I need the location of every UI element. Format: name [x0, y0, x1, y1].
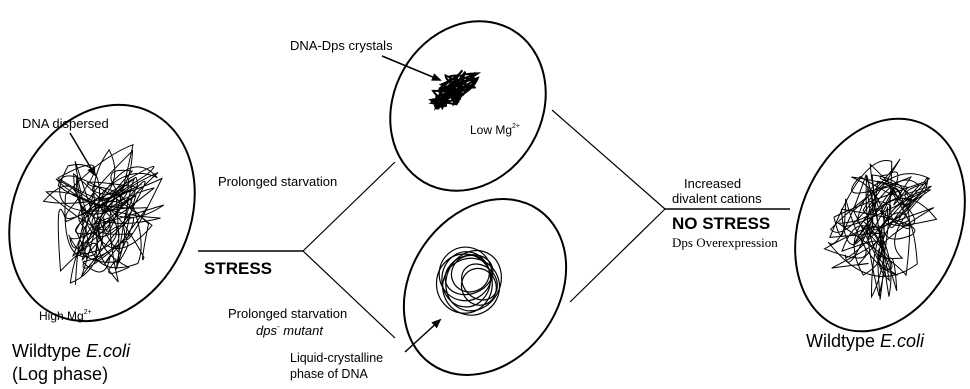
increased-divalent-label-line2: divalent cations: [672, 191, 762, 206]
liquid-crystalline-label-line2: phase of DNA: [290, 367, 368, 381]
dps-overexpression-label: Dps Overexpression: [672, 235, 778, 250]
low-mg-label: Low Mg2+: [470, 123, 520, 137]
bottom-to-merge-line: [570, 209, 665, 302]
stress-label: STRESS: [204, 259, 272, 278]
dna-dispersed-label: DNA dispersed: [22, 116, 109, 131]
bottom-cell-ellipse: [370, 168, 599, 389]
dps-mutant-label: dps- mutant: [256, 322, 324, 338]
increased-divalent-label-line1: Increased: [684, 176, 741, 191]
prolonged-starvation-top-label: Prolonged starvation: [218, 174, 337, 189]
wildtype-left-label: Wildtype E.coli: [12, 341, 131, 361]
dna-dps-crystal-mass: [431, 70, 478, 109]
left-dispersed-dna: [44, 145, 164, 285]
right-dispersed-dna: [825, 159, 937, 300]
dna-strand-path: [431, 70, 478, 109]
dna-strand-path: [44, 145, 164, 285]
liquid-crystalline-label-line1: Liquid-crystalline: [290, 351, 383, 365]
dna-loop: [454, 257, 504, 308]
dna-strand-path: [825, 159, 937, 300]
top-to-merge-line: [552, 110, 665, 209]
log-phase-label: (Log phase): [12, 364, 108, 384]
dna-dps-crystals-label: DNA-Dps crystals: [290, 38, 393, 53]
dna-loop: [437, 254, 493, 313]
dna-dispersed-arrow: [70, 133, 95, 175]
wildtype-right-label: Wildtype E.coli: [806, 331, 925, 351]
liquid-crystalline-dna-knot: [434, 241, 511, 323]
no-stress-label: NO STRESS: [672, 214, 770, 233]
prolonged-starvation-bottom-label: Prolonged starvation: [228, 306, 347, 321]
top-cell-ellipse: [360, 0, 576, 219]
